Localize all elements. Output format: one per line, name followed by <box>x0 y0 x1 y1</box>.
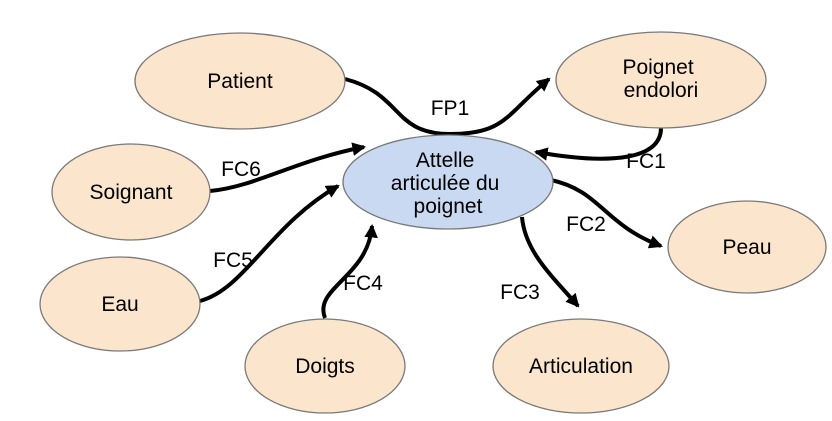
node-poignet-endolori-label: Poignet endolori <box>622 56 699 102</box>
node-poignet-endolori: Poignet endolori <box>555 31 767 129</box>
node-patient: Patient <box>134 32 346 130</box>
node-eau-label: Eau <box>101 293 138 316</box>
node-eau: Eau <box>39 256 201 352</box>
edge-label-fc5: FC5 <box>213 249 253 272</box>
edge-labels: FP1 FC1 FC2 FC3 FC4 FC5 FC6 <box>213 97 666 304</box>
node-soignant-label: Soignant <box>90 181 173 204</box>
edge-label-fc1: FC1 <box>626 150 666 173</box>
node-poignet-endolori-shape <box>555 31 767 129</box>
edge-label-fc6: FC6 <box>221 158 261 181</box>
node-soignant-shape <box>51 143 211 241</box>
node-articulation-shape <box>492 318 670 414</box>
node-poignet-endolori-line1: Poignet <box>622 56 693 79</box>
node-articulation: Articulation <box>492 318 670 414</box>
node-peau: Peau <box>667 200 827 294</box>
edge-fc1 <box>533 127 663 161</box>
edge-fc2 <box>550 178 663 249</box>
node-attelle-label: Attelle articulée du poignet <box>391 149 505 218</box>
edge-fc5 <box>199 184 340 303</box>
node-patient-label: Patient <box>207 70 273 93</box>
edges <box>199 77 663 319</box>
edge-fc3 <box>520 216 580 308</box>
edge-fp1 <box>344 77 551 137</box>
node-eau-shape <box>39 256 201 352</box>
edge-label-fc2: FC2 <box>566 213 606 236</box>
node-patient-shape <box>134 32 346 130</box>
nodes: Patient Soignant Eau Doigts Articulation… <box>39 31 827 414</box>
node-peau-shape <box>667 200 827 294</box>
node-attelle-line2: articulée du <box>391 172 500 195</box>
node-doigts-label: Doigts <box>295 355 355 378</box>
edge-label-fc3: FC3 <box>500 281 540 304</box>
node-soignant: Soignant <box>51 143 211 241</box>
node-attelle-line3: poignet <box>414 195 483 218</box>
node-doigts: Doigts <box>244 318 406 414</box>
node-attelle-center: Attelle articulée du poignet <box>342 134 554 230</box>
node-attelle-line1: Attelle <box>416 149 474 172</box>
edge-label-fc4: FC4 <box>343 272 383 295</box>
node-peau-label: Peau <box>722 236 771 259</box>
node-poignet-endolori-line2: endolori <box>624 79 699 102</box>
node-attelle-shape <box>342 134 554 230</box>
edge-label-fp1: FP1 <box>431 97 470 120</box>
node-doigts-shape <box>244 318 406 414</box>
node-articulation-label: Articulation <box>529 355 633 378</box>
edge-fc4 <box>321 223 378 319</box>
edge-fc6 <box>209 142 367 193</box>
